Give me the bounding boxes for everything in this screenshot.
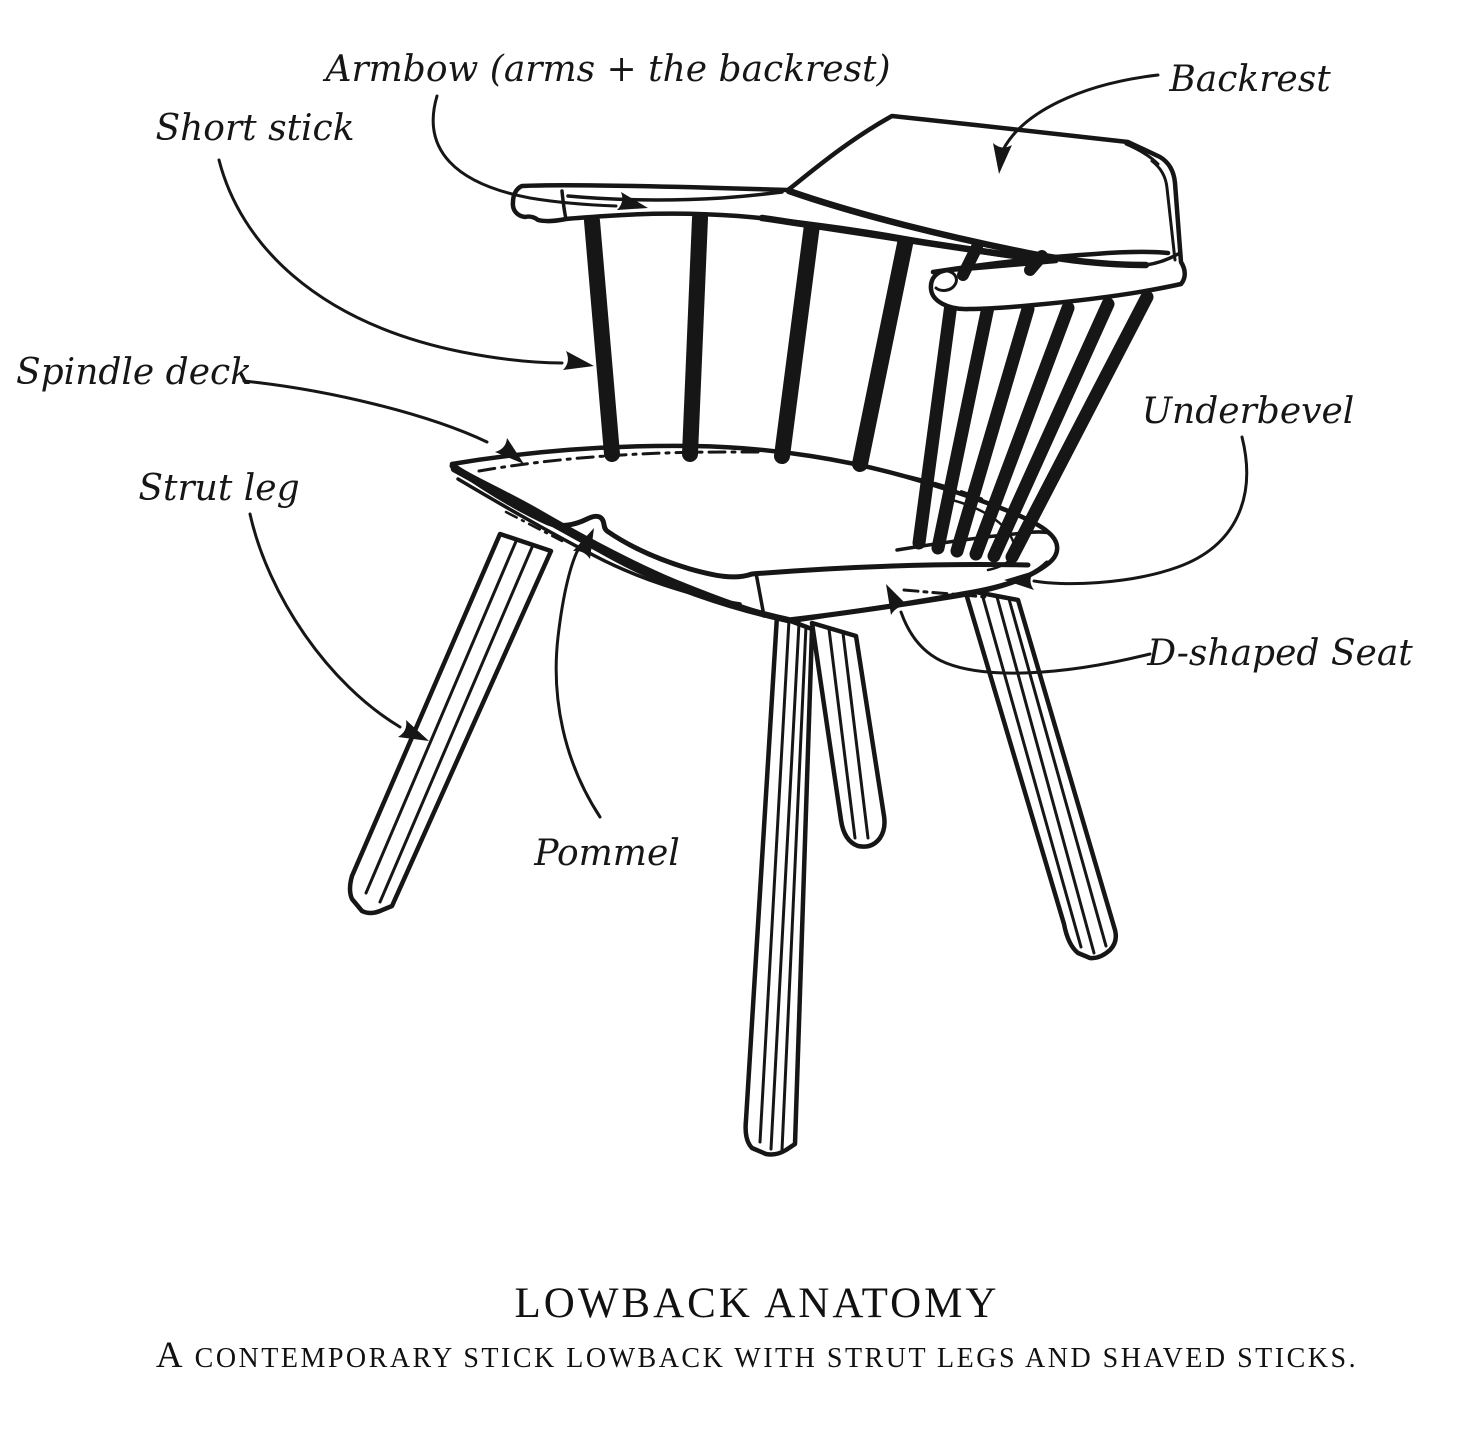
stick-stub-core	[1027, 253, 1045, 273]
figure-subtitle-initial: A	[156, 1335, 185, 1376]
arm-outer-edge	[930, 249, 1171, 275]
figure-subtitle: A CONTEMPORARY STICK LOWBACK WITH STRUT …	[156, 1335, 1358, 1376]
callout-pommel: Pommel	[533, 528, 680, 874]
spindle-deck-leader-line	[242, 379, 489, 444]
leg-facet	[841, 631, 870, 840]
callouts: Armbow (arms + the backrest) Short stick…	[16, 49, 1413, 874]
d-shaped-seat-arrowhead	[886, 584, 908, 615]
side-stick-core	[972, 304, 1072, 558]
backrest-label: Backrest	[1168, 59, 1331, 100]
strut-leg-front-center	[743, 613, 815, 1157]
arm-tip-curl	[934, 269, 958, 292]
leg-facet	[1007, 597, 1108, 948]
d-shaped-seat-label: D-shaped Seat	[1146, 633, 1413, 674]
underbevel-leader-line	[1032, 435, 1249, 586]
leg-facet	[364, 537, 519, 895]
armbow-top-front-edge	[566, 190, 784, 202]
side-stick-core	[1008, 293, 1151, 561]
d-shaped-seat-leader-dashdot	[902, 588, 988, 599]
callout-backrest: Backrest	[993, 59, 1331, 174]
underbevel-label: Underbevel	[1142, 391, 1355, 432]
pommel-arrowhead	[573, 528, 594, 559]
pommel-leader-line	[554, 544, 602, 819]
spindle-deck-arrowhead	[495, 438, 524, 464]
caption: LOWBACK ANATOMY A CONTEMPORARY STICK LOW…	[156, 1280, 1358, 1376]
bevel-hatch	[504, 510, 564, 543]
leg-facet	[780, 624, 808, 1152]
callout-spindle-deck: Spindle deck	[16, 352, 524, 464]
side-stick-core	[915, 300, 955, 547]
side-sticks	[912, 290, 1154, 564]
figure-subtitle-rest: CONTEMPORARY STICK LOWBACK WITH STRUT LE…	[185, 1343, 1358, 1374]
short-stick-4-core	[855, 234, 911, 469]
strut-leg-back-right	[962, 587, 1119, 961]
callout-strut-leg: Strut leg	[138, 468, 429, 741]
short-stick-1-core	[587, 216, 617, 459]
stick-stub-core	[960, 244, 980, 278]
short-stick-3-core	[777, 220, 817, 461]
armbow-label: Armbow (arms + the backrest)	[322, 49, 890, 90]
chair-illustration	[347, 113, 1187, 1157]
backrest-arm-junction	[1144, 252, 1180, 267]
backrest-leader-line	[1001, 73, 1160, 152]
callout-short-stick: Short stick	[155, 108, 594, 370]
leg-facet	[827, 627, 857, 840]
leg-facet	[378, 543, 535, 904]
leg-back-center	[809, 620, 887, 849]
armbow-assembly	[510, 113, 1187, 312]
spindle-deck-label: Spindle deck	[16, 352, 252, 393]
strut-leg-front-left	[347, 531, 554, 916]
stick-stubs	[957, 241, 1048, 281]
armbow-under-curve	[758, 214, 1034, 262]
leg-facet	[758, 618, 791, 1144]
leg-facet	[995, 595, 1096, 955]
leg-facet	[769, 621, 801, 1151]
seat-waist-crease	[754, 571, 766, 618]
side-stick-core	[953, 305, 1032, 555]
figure-title: LOWBACK ANATOMY	[515, 1280, 1000, 1327]
backrest-arrowhead	[993, 143, 1012, 174]
leg-facet	[980, 592, 1083, 949]
callout-armbow: Armbow (arms + the backrest)	[322, 49, 891, 210]
d-shaped-seat-leader-line	[899, 610, 1152, 675]
strut-leg-arrowhead	[398, 720, 429, 741]
side-stick-core	[990, 300, 1112, 560]
armbow-leader-line	[431, 94, 618, 208]
short-stick-leader-line	[217, 158, 564, 365]
strut-leg-label: Strut leg	[138, 468, 299, 509]
callout-underbevel: Underbevel	[1004, 391, 1354, 590]
pommel-label: Pommel	[533, 833, 680, 874]
short-stick-2-core	[685, 213, 705, 459]
armbow-hand-end-face	[560, 189, 568, 221]
short-stick-arrowhead	[563, 351, 594, 370]
seat-under-edge-left	[450, 465, 792, 624]
spindles	[584, 210, 914, 472]
short-stick-label: Short stick	[155, 108, 354, 149]
callout-d-shaped-seat: D-shaped Seat	[886, 584, 1413, 675]
armbow-arrowhead	[617, 192, 648, 210]
backrest-bevel-inner	[1124, 142, 1160, 166]
side-stick-core	[934, 303, 992, 552]
backrest-right-edge-inner	[1150, 159, 1177, 262]
underbevel-arrowhead	[1004, 571, 1034, 590]
backrest-bottom-edge	[785, 187, 1150, 269]
chair-legs	[347, 531, 1119, 1157]
strut-leg-leader-line	[248, 512, 402, 729]
